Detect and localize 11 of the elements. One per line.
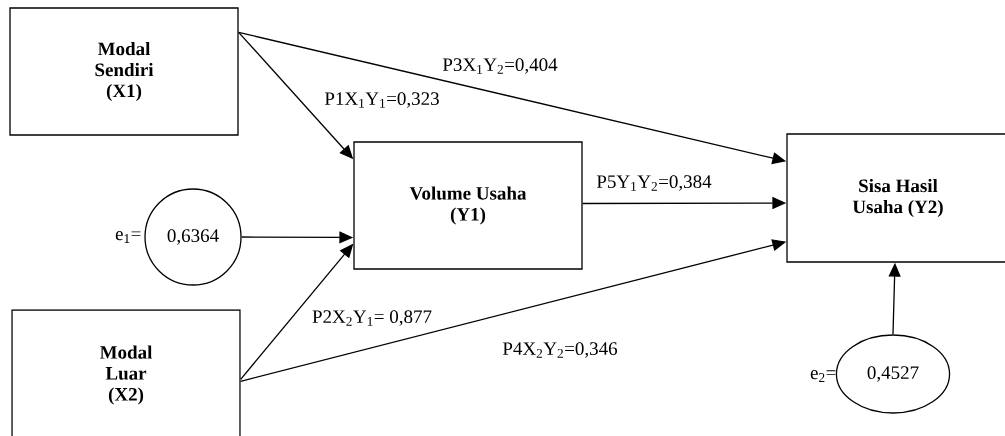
variable-box: Sisa Hasil Usaha (Y2) <box>786 133 1005 263</box>
error-label: e$_{1}$= <box>115 231 141 243</box>
variable-box: Modal Sendiri (X1) <box>9 7 239 136</box>
edge-label: P3X$_{1}$Y$_{2}$=0,404 <box>441 57 559 75</box>
variable-box: Modal Luar (X2) <box>11 309 241 436</box>
edge-label: P1X$_{1}$Y$_{1}$=0,323 <box>323 91 441 109</box>
edge-label: P4X$_{2}$Y$_{2}$=0,346 <box>501 341 619 359</box>
variable-box: Volume Usaha (Y1) <box>353 141 583 270</box>
edge-label: P5Y$_{1}$Y$_{2}$=0,384 <box>595 174 713 192</box>
error-label: e$_{2}$= <box>810 370 836 382</box>
edge-label: P2X$_{2}$Y$_{1}$= 0,877 <box>311 309 433 327</box>
